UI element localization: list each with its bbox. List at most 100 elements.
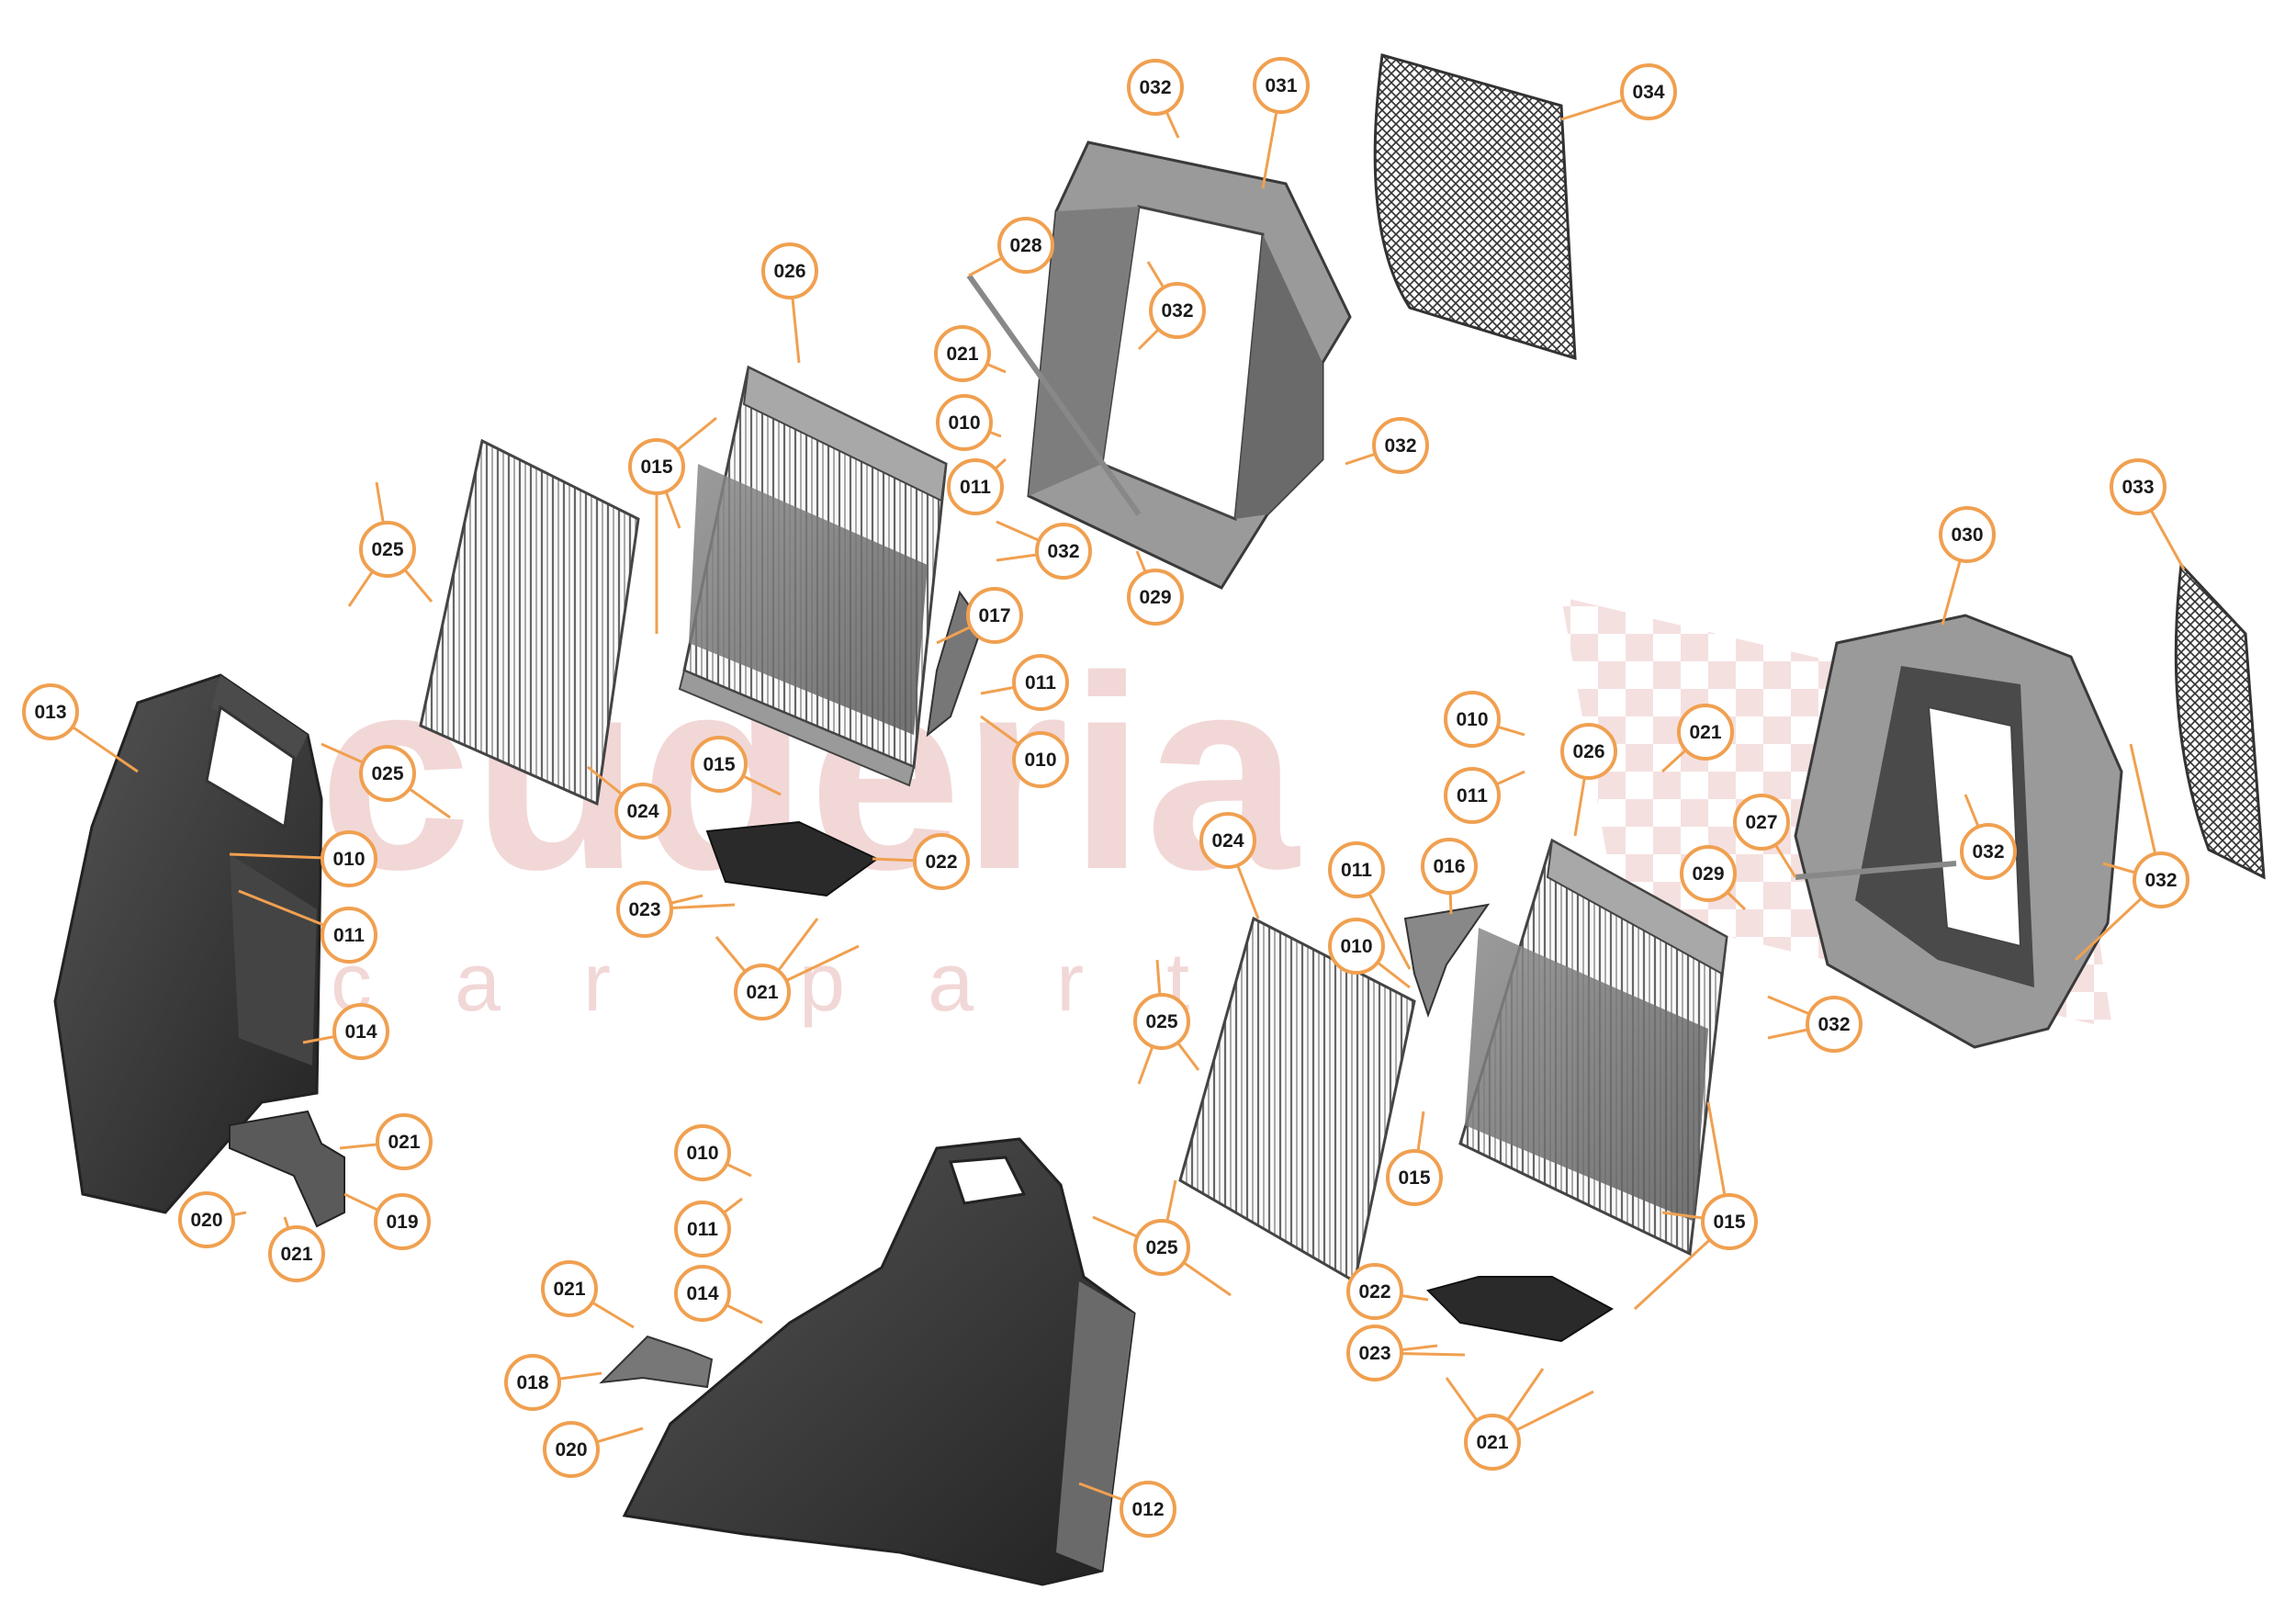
- callout-034: 034: [1620, 63, 1677, 120]
- callout-label: 011: [960, 477, 991, 498]
- callout-circle: [1346, 1263, 1403, 1320]
- callout-circle: [321, 907, 377, 964]
- callout-circle: [1012, 654, 1069, 711]
- callout-circle: [22, 683, 79, 740]
- bracket-018: [599, 1335, 714, 1389]
- grille-033: [2174, 561, 2266, 880]
- callout-032: 032: [1960, 823, 2017, 880]
- callout-011: 011: [674, 1201, 731, 1257]
- callout-015: 015: [1386, 1149, 1443, 1206]
- callout-023: 023: [616, 881, 673, 938]
- callout-label: 031: [1265, 75, 1297, 96]
- callout-010: 010: [936, 394, 993, 451]
- callout-label: 021: [746, 982, 778, 1003]
- callout-label: 021: [553, 1279, 585, 1300]
- callout-circle: [1464, 1414, 1521, 1471]
- callout-015: 015: [628, 438, 685, 495]
- callout-016: 016: [1421, 838, 1478, 895]
- callout-circle: [1806, 996, 1863, 1053]
- callout-label: 010: [1024, 750, 1056, 771]
- callout-circle: [734, 964, 791, 1021]
- callout-label: 025: [1145, 1011, 1177, 1032]
- callout-label: 032: [1384, 435, 1416, 457]
- callout-label: 028: [1009, 235, 1041, 256]
- callout-021: 021: [934, 325, 991, 382]
- callout-010: 010: [1444, 691, 1501, 748]
- callout-circle: [1444, 691, 1501, 748]
- callout-020: 020: [543, 1421, 600, 1478]
- callout-label: 015: [1398, 1167, 1430, 1189]
- parts: [53, 53, 2266, 1586]
- callout-label: 025: [1145, 1237, 1177, 1258]
- callout-026: 026: [761, 242, 818, 299]
- callout-021: 021: [541, 1260, 598, 1317]
- callout-circle: [934, 325, 991, 382]
- callout-label: 020: [190, 1210, 222, 1231]
- callout-circle: [1012, 731, 1069, 788]
- callout-circle: [543, 1421, 600, 1478]
- callout-circle: [1939, 506, 1996, 563]
- callout-label: 030: [1951, 524, 1983, 546]
- callout-circle: [1421, 838, 1478, 895]
- callout-circle: [947, 458, 1004, 515]
- callout-017: 017: [966, 587, 1023, 644]
- callout-circle: [359, 521, 416, 578]
- callout-011: 011: [321, 907, 377, 964]
- callout-022: 022: [1346, 1263, 1403, 1320]
- callout-025: 025: [359, 521, 416, 578]
- callout-029: 029: [1127, 569, 1184, 626]
- callout-024: 024: [1199, 812, 1256, 869]
- callout-circle: [376, 1113, 433, 1170]
- callout-011: 011: [1012, 654, 1069, 711]
- bracket-022-upper: [705, 820, 879, 897]
- callout-circle: [1372, 417, 1429, 474]
- callout-012: 012: [1120, 1481, 1176, 1538]
- callout-015: 015: [691, 736, 748, 793]
- callout-label: 021: [946, 344, 978, 365]
- callout-circle: [674, 1124, 731, 1181]
- callout-label: 014: [344, 1021, 377, 1043]
- callout-label: 010: [1456, 709, 1488, 730]
- callout-circle: [1133, 1219, 1190, 1276]
- callout-label: 013: [34, 702, 66, 723]
- callout-label: 023: [1358, 1343, 1390, 1364]
- bracket-022-right: [1426, 1276, 1614, 1343]
- rod-027: [1795, 861, 1957, 880]
- callout-label: 010: [948, 412, 980, 434]
- callout-021: 021: [1677, 704, 1734, 761]
- callout-circle: [936, 394, 993, 451]
- callout-019: 019: [374, 1193, 431, 1250]
- callout-circle: [1127, 59, 1184, 116]
- callout-label: 025: [371, 539, 403, 560]
- callout-021: 021: [268, 1225, 325, 1282]
- callout-circle: [913, 833, 970, 890]
- callout-circle: [997, 217, 1054, 274]
- callout-023: 023: [1346, 1325, 1403, 1382]
- callout-label: 019: [386, 1212, 418, 1233]
- radiator-026-right: [1458, 838, 1728, 1257]
- callout-025: 025: [359, 745, 416, 802]
- callout-circle: [1253, 57, 1310, 114]
- callout-028: 028: [997, 217, 1054, 274]
- callout-032: 032: [1372, 417, 1429, 474]
- callout-label: 032: [1818, 1014, 1850, 1035]
- callout-032: 032: [1035, 523, 1092, 580]
- callout-circle: [1149, 282, 1206, 339]
- callout-label: 011: [1025, 672, 1056, 694]
- callout-label: 014: [686, 1283, 718, 1304]
- callout-circle: [674, 1201, 731, 1257]
- callout-label: 023: [628, 899, 660, 920]
- callout-circle: [761, 242, 818, 299]
- callout-circle: [332, 1003, 389, 1060]
- callout-circle: [1127, 569, 1184, 626]
- callout-014: 014: [332, 1003, 389, 1060]
- callout-label: 032: [1139, 77, 1171, 98]
- callout-029: 029: [1680, 845, 1737, 902]
- callout-label: 029: [1692, 863, 1724, 885]
- grille-034: [1373, 53, 1577, 361]
- callout-circle: [1620, 63, 1677, 120]
- callout-014: 014: [674, 1265, 731, 1322]
- callout-circle: [1733, 794, 1790, 851]
- callout-011: 011: [1444, 767, 1501, 824]
